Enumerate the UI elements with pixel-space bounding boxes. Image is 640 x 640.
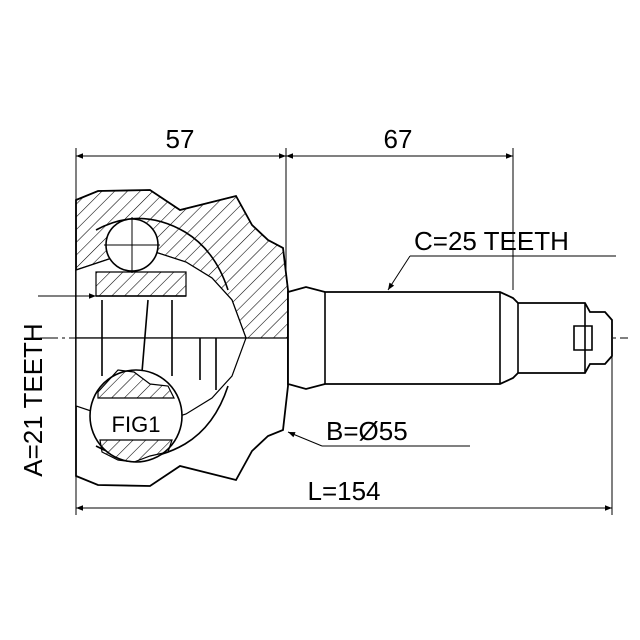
shaft (287, 286, 613, 390)
dimension-57-label: 57 (166, 124, 195, 154)
fig1-callout: FIG1 (89, 299, 183, 463)
ball (104, 217, 160, 273)
teeth-a-label: A=21 TEETH (18, 323, 48, 476)
leader-teeth-c (387, 255, 616, 291)
teeth-c-label: C=25 TEETH (414, 226, 569, 256)
leader-diameter-b (287, 431, 470, 447)
dimension-67-label: 67 (384, 124, 413, 154)
diameter-b-label: B=Ø55 (326, 416, 408, 446)
fig1-label: FIG1 (112, 412, 161, 437)
length-label: L=154 (307, 476, 380, 506)
inner-race (95, 271, 187, 297)
